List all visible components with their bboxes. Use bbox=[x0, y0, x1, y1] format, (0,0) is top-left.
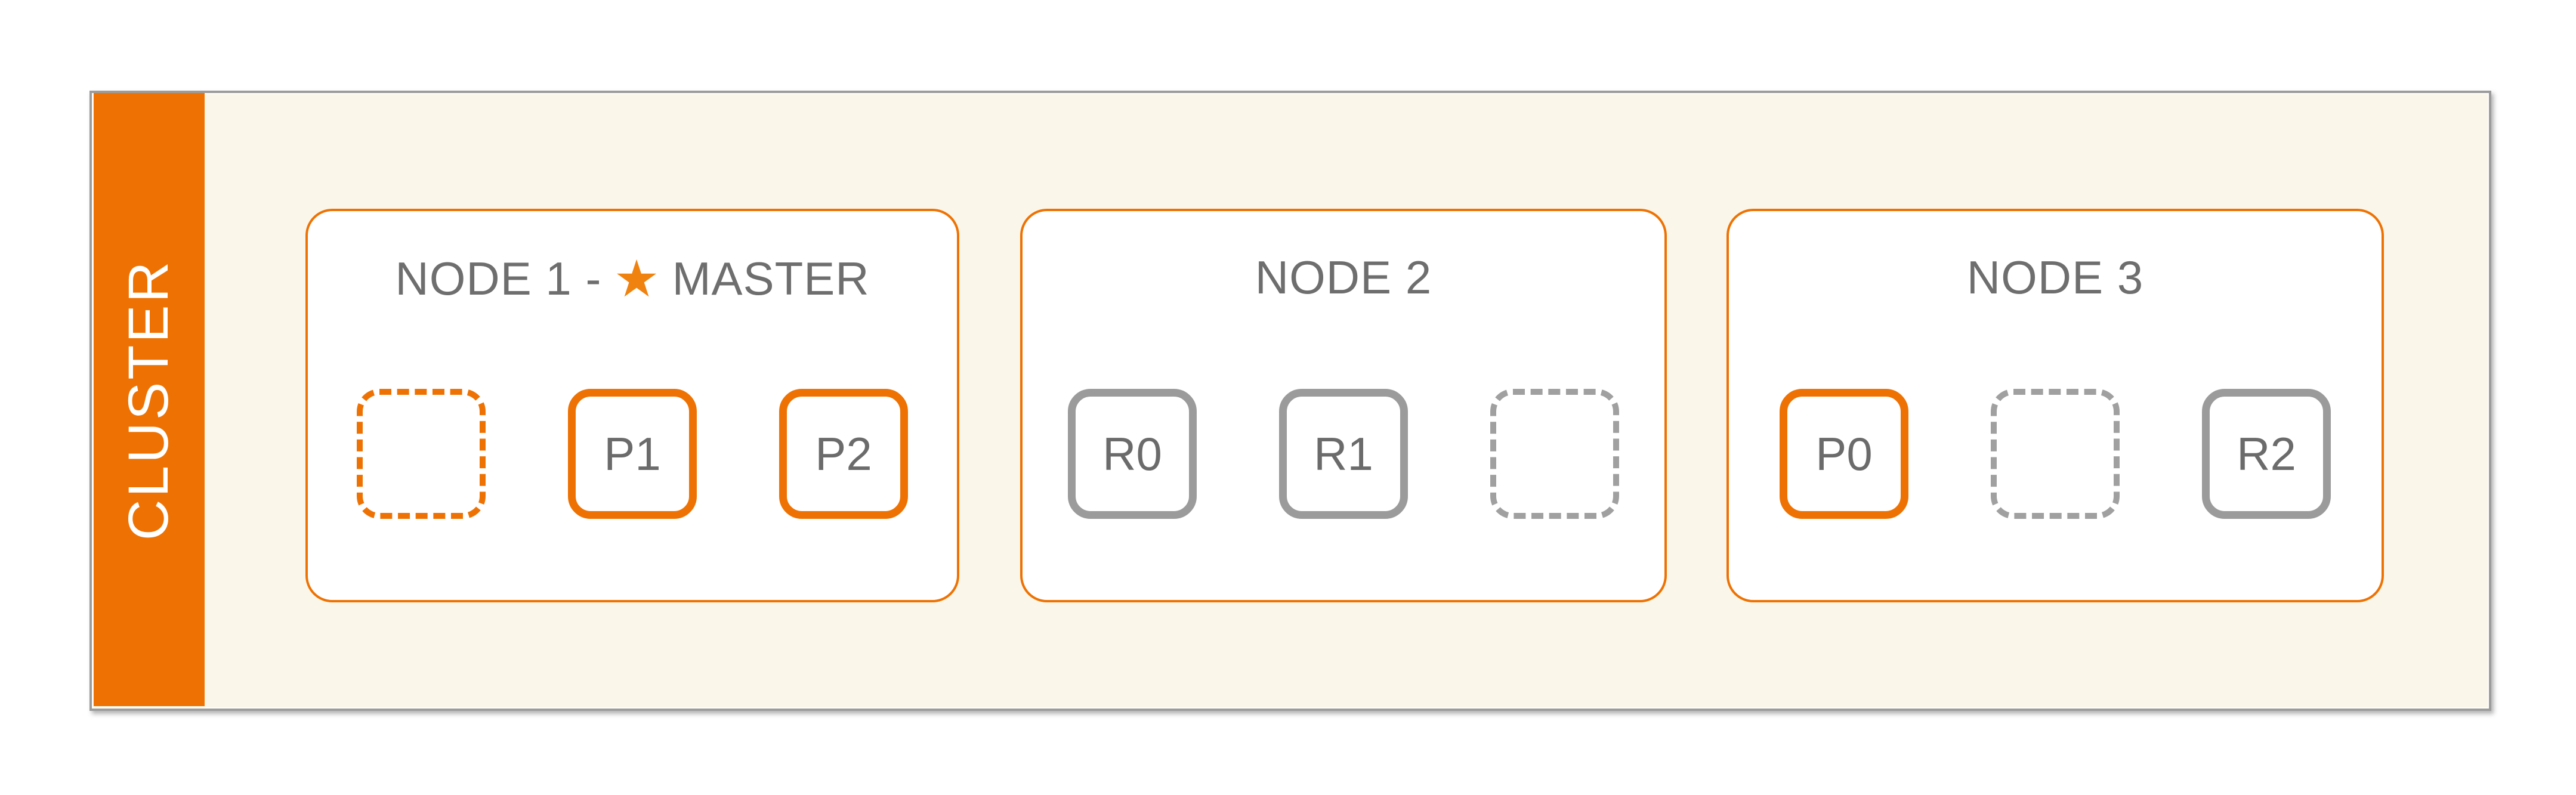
node-3-empty-shard-slot bbox=[1991, 389, 2120, 519]
node-card-2: NODE 2 R0 R1 bbox=[1020, 209, 1667, 602]
node-1-title: NODE 1 - ★ MASTER bbox=[308, 253, 957, 305]
node-3-title-text: NODE 3 bbox=[1966, 251, 2144, 304]
node-card-3: NODE 3 P0 R2 bbox=[1726, 209, 2384, 602]
shard-label: P0 bbox=[1815, 427, 1873, 480]
node-1-empty-shard-slot bbox=[357, 389, 486, 519]
node-3-title: NODE 3 bbox=[1729, 253, 2382, 302]
master-star-icon: ★ bbox=[613, 250, 660, 308]
node-2-empty-shard-slot bbox=[1490, 389, 1619, 519]
shard-label: P1 bbox=[604, 427, 661, 480]
node-2-shard-row: R0 R1 bbox=[1023, 389, 1664, 519]
shard-r2: R2 bbox=[2202, 389, 2331, 519]
shard-p0: P0 bbox=[1780, 389, 1908, 519]
cluster-label: CLUSTER bbox=[117, 259, 181, 540]
node-card-1: NODE 1 - ★ MASTER P1 P2 bbox=[305, 209, 959, 602]
cluster-sidebar: CLUSTER bbox=[94, 93, 205, 706]
shard-r0: R0 bbox=[1068, 389, 1197, 519]
shard-label: R0 bbox=[1102, 427, 1162, 480]
shard-r1: R1 bbox=[1279, 389, 1408, 519]
node-1-title-suffix: MASTER bbox=[672, 252, 870, 305]
node-1-title-prefix: NODE 1 - bbox=[395, 252, 602, 305]
shard-label: R2 bbox=[2237, 427, 2296, 480]
node-2-title: NODE 2 bbox=[1023, 253, 1664, 302]
node-1-shard-row: P1 P2 bbox=[308, 389, 957, 519]
node-2-title-text: NODE 2 bbox=[1255, 251, 1432, 304]
cluster-frame: CLUSTER NODE 1 - ★ MASTER P1 P2 NODE 2 R… bbox=[89, 91, 2491, 711]
shard-p1: P1 bbox=[568, 389, 697, 519]
shard-label: R1 bbox=[1314, 427, 1373, 480]
node-3-shard-row: P0 R2 bbox=[1729, 389, 2382, 519]
shard-label: P2 bbox=[815, 427, 872, 480]
shard-p2: P2 bbox=[779, 389, 908, 519]
